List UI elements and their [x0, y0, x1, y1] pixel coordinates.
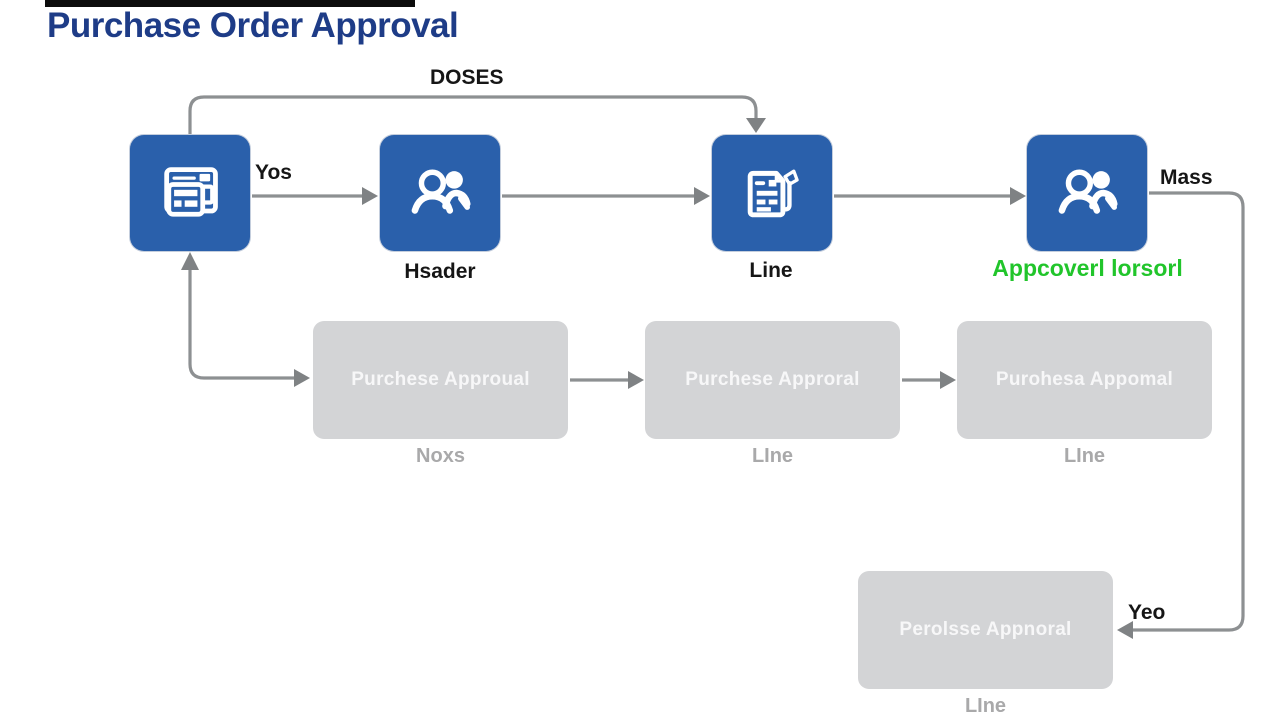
edge-label-does: DOSES	[430, 66, 504, 89]
node-label-approved: Appcoverl lorsorl	[992, 255, 1183, 281]
gray-box-text: Purchese Approral	[685, 369, 860, 390]
approver-group-icon	[411, 169, 471, 214]
gray-box-caption: LIne	[964, 695, 1007, 717]
order-line-document-icon	[747, 169, 799, 218]
gray-box-text: Purohesa Appomal	[995, 369, 1174, 390]
node-header-approvers	[380, 135, 500, 251]
top-accent-bar	[45, 0, 415, 7]
gray-box-text: Perolsse Appnoral	[899, 619, 1072, 640]
gray-box-caption: LIne	[751, 445, 794, 467]
node-mass-approvers	[1027, 135, 1147, 251]
gray-box-caption: LIne	[1063, 445, 1106, 467]
gray-box-line-2: Purohesa Appomal	[957, 321, 1212, 439]
approver-group-icon	[1058, 169, 1118, 214]
page-title: Purchase Order Approval	[47, 6, 459, 45]
edge-label-yes-bottom: Yeo	[1128, 601, 1166, 624]
node-label-header: Hsader	[404, 260, 476, 283]
gray-box-line-bottom: Perolsse Appnoral	[858, 571, 1113, 689]
edge-label-mass: Mass	[1160, 166, 1213, 189]
node-line-document	[712, 135, 832, 251]
node-purchase-order	[130, 135, 250, 251]
gray-box-line-1: Purchese Approral	[645, 321, 900, 439]
gray-box-text: Purchese Approual	[351, 369, 530, 390]
edge-label-yes: Yos	[255, 161, 292, 184]
node-label-line: Line	[749, 259, 793, 282]
gray-box-caption: Noxs	[416, 445, 465, 467]
gray-box-notes: Purchese Approual	[313, 321, 568, 439]
purchase-order-form-icon	[164, 167, 218, 217]
